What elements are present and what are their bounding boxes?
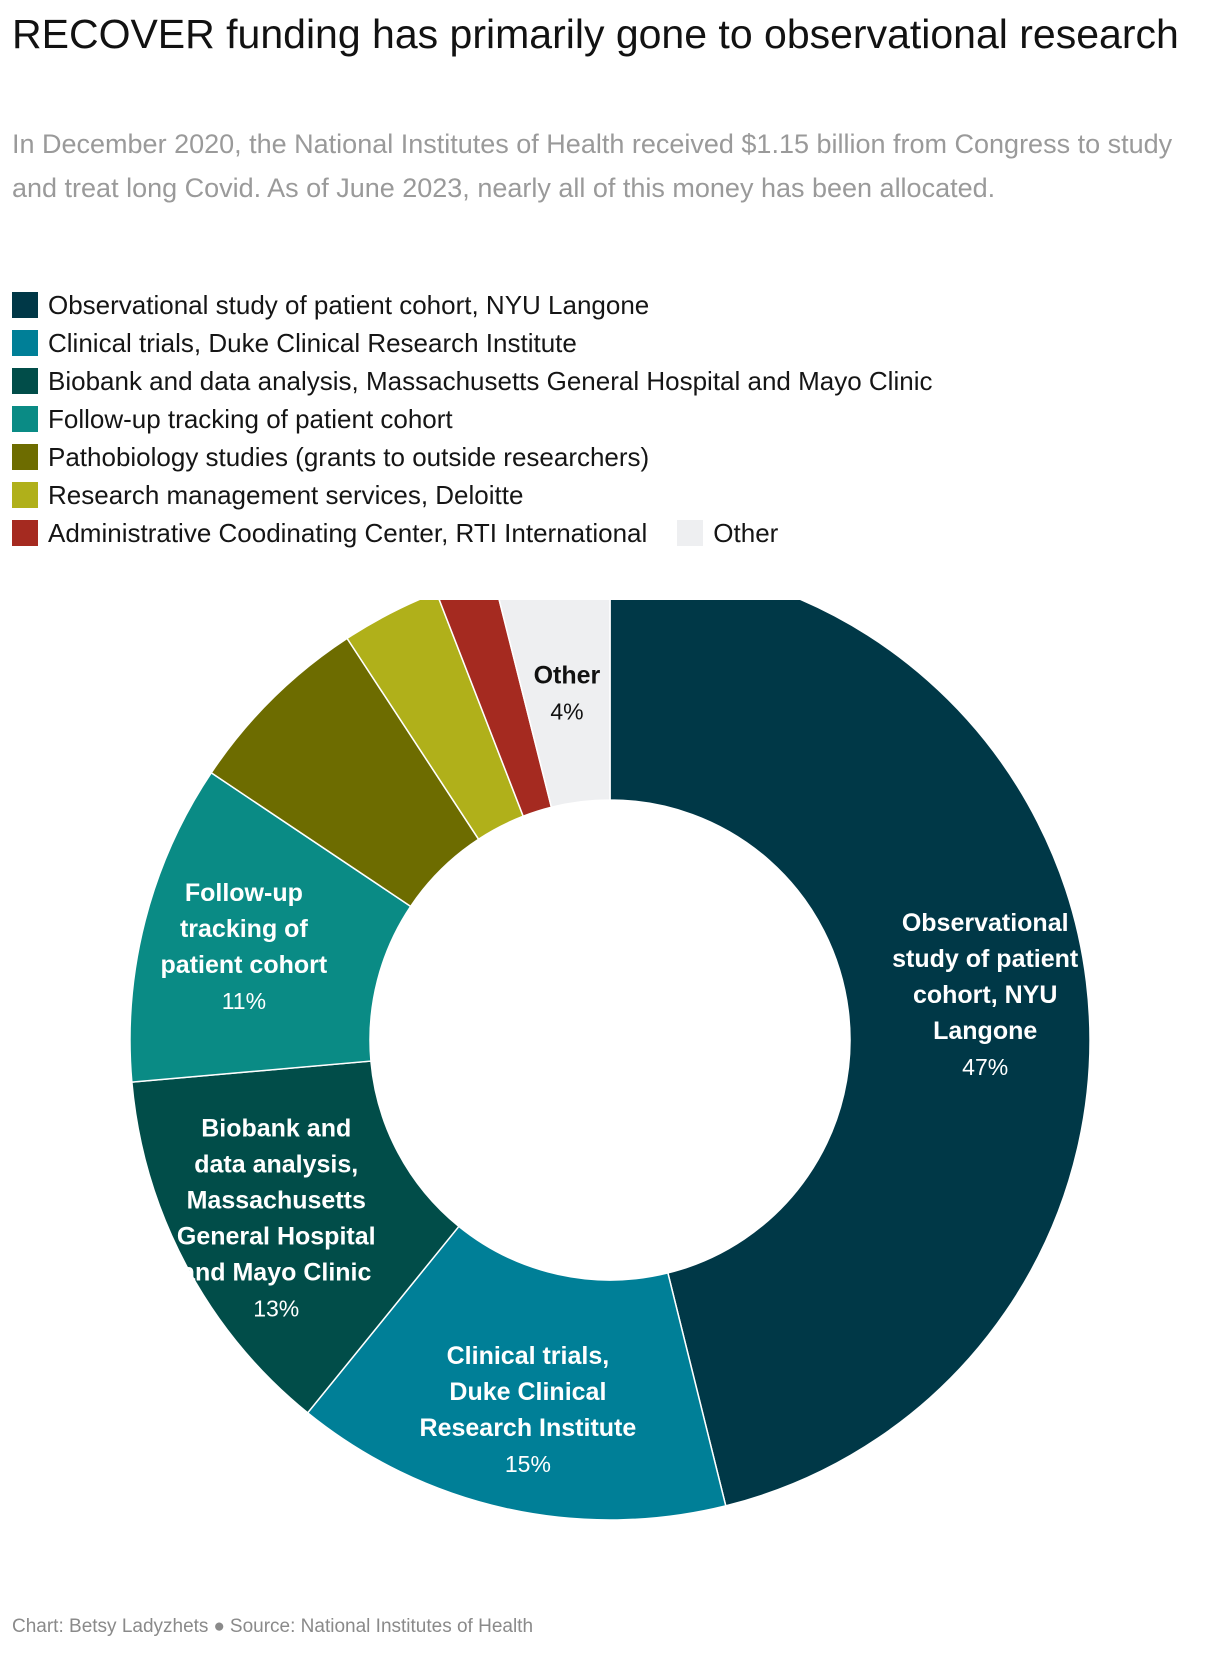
slice-label-line: study of patient: [892, 945, 1079, 973]
legend-label: Follow-up tracking of patient cohort: [48, 403, 453, 434]
slice-label-line: Other: [534, 662, 601, 690]
slice-label-observational-study-of-patient-cohort-nyu-langone: Observational study of patient cohort, NYU…: [892, 909, 1079, 1080]
chart-footer: Chart: Betsy Ladyzhets●Source: National …: [12, 1616, 533, 1638]
slice-label-line: Research Institute: [420, 1414, 637, 1442]
slice-label-line: patient cohort: [161, 951, 328, 979]
slice-label-line: Follow-up: [185, 879, 303, 907]
legend-item-observational-study-of-patient-cohort-nyu-langone: Observational study of patient cohort, N…: [12, 286, 1202, 324]
legend-label: Research management services, Deloitte: [48, 479, 524, 510]
legend-item-other: Other: [677, 514, 778, 552]
footer-separator: ●: [213, 1616, 225, 1637]
legend-item-pathobiology-studies-grants-to-outside-researchers: Pathobiology studies (grants to outside …: [12, 438, 1202, 476]
legend-swatch: [12, 330, 38, 356]
legend-item-biobank-and-data-analysis-massachusetts-general-hospital-and-mayo-clinic: Biobank and data analysis, Massachusetts…: [12, 362, 1202, 400]
legend-swatch: [677, 520, 704, 546]
legend-item-research-management-services-deloitte: Research management services, Deloitte: [12, 476, 1202, 514]
legend-item-administrative-coodinating-center-rti-international: Administrative Coodinating Center, RTI I…: [12, 514, 647, 552]
slice-label-other: Other 4%: [534, 662, 601, 725]
legend-swatch: [12, 292, 38, 318]
chart-subtitle: In December 2020, the National Institute…: [12, 129, 1173, 203]
chart-legend: Observational study of patient cohort, N…: [12, 286, 1202, 552]
slice-label-line: data analysis,: [194, 1150, 358, 1178]
legend-label: Administrative Coodinating Center, RTI I…: [48, 517, 648, 548]
slice-label-line: Massachusetts: [187, 1186, 366, 1214]
slice-label-line: Biobank and: [201, 1114, 351, 1142]
slice-value-label: 15%: [505, 1451, 551, 1477]
slice-value-label: 13%: [253, 1295, 299, 1321]
slice-label-line: Duke Clinical: [449, 1378, 606, 1406]
slice-research-management-services-deloitte: [346, 600, 525, 841]
slice-follow-up-tracking-of-patient-cohort: [129, 771, 412, 1083]
legend-item-follow-up-tracking-of-patient-cohort: Follow-up tracking of patient cohort: [12, 400, 1202, 438]
slice-biobank-and-data-analysis-massachusetts-general-hospital-and-mayo-clinic: [131, 1060, 460, 1414]
legend-swatch: [12, 406, 38, 432]
slice-value-label: 11%: [222, 988, 266, 1014]
slice-label-follow-up-tracking-of-patient-cohort: Follow-up tracking of patient cohort 11%: [161, 879, 328, 1014]
slice-clinical-trials-duke-clinical-research-institute: [306, 1225, 727, 1521]
slice-label-line: Observational: [902, 909, 1069, 937]
slice-value-label: 47%: [962, 1054, 1008, 1080]
donut-chart: Observational study of patient cohort, NYU…: [129, 600, 1091, 1521]
slice-label-line: General Hospital: [177, 1222, 376, 1250]
chart-credit: Chart: Betsy Ladyzhets: [12, 1616, 209, 1637]
legend-swatch: [12, 444, 38, 470]
slice-label-biobank-and-data-analysis-massachusetts-general-hospital-and-mayo-clinic: Biobank and data analysis, MassachusettsGe…: [177, 1114, 376, 1321]
chart-title: RECOVER funding has primarily gone to ob…: [12, 11, 1179, 57]
slice-label-line: tracking of: [180, 915, 308, 943]
legend-label: Other: [713, 517, 779, 548]
legend-swatch: [12, 482, 38, 508]
slice-value-label: 4%: [550, 699, 583, 725]
legend-label: Observational study of patient cohort, N…: [48, 289, 650, 320]
slice-other: [498, 600, 611, 809]
slice-label-line: Clinical trials,: [447, 1342, 610, 1370]
legend-label: Pathobiology studies (grants to outside …: [48, 441, 650, 472]
legend-label: Biobank and data analysis, Massachusetts…: [48, 365, 933, 396]
slice-label-line: Langone: [933, 1017, 1037, 1045]
slice-observational-study-of-patient-cohort-nyu-langone: [609, 600, 1091, 1507]
legend-swatch: [12, 520, 38, 546]
legend-swatch: [12, 368, 38, 394]
legend-label: Clinical trials, Duke Clinical Research …: [48, 327, 577, 358]
slice-label-line: and Mayo Clinic: [181, 1258, 371, 1286]
slice-label-line: cohort, NYU: [913, 981, 1057, 1009]
legend-item-clinical-trials-duke-clinical-research-institute: Clinical trials, Duke Clinical Research …: [12, 324, 1202, 362]
chart-source: Source: National Institutes of Health: [229, 1616, 534, 1637]
